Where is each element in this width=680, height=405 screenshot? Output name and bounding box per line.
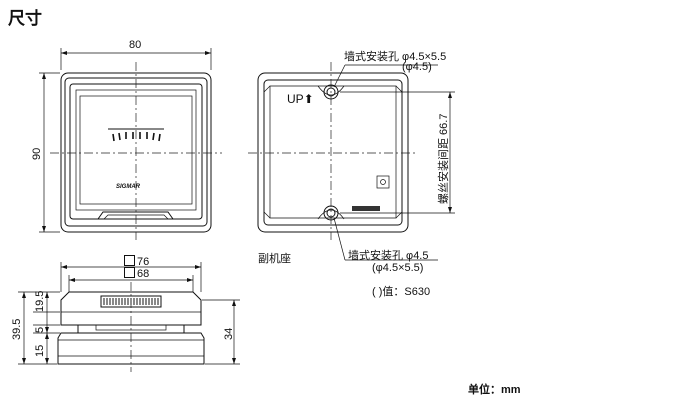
- back-view: [248, 62, 455, 261]
- side-view: [18, 262, 240, 372]
- screw-spacing-label: 螺丝安装间距 66.7: [438, 113, 450, 204]
- outer-width-label: 76: [124, 255, 149, 268]
- up-label: UP⬆: [287, 92, 314, 106]
- up-arrow-icon: ⬆: [303, 92, 314, 106]
- square-icon: [124, 255, 135, 266]
- width-dimension-label: 80: [129, 39, 142, 51]
- unit-label: 单位：mm: [468, 384, 521, 396]
- total-height-label: 39.5: [11, 318, 23, 340]
- hole-top-label: 墙式安装孔 φ4.5×5.5: [344, 51, 447, 63]
- bottom-height-label: 15: [34, 344, 46, 357]
- top-height-label: 19.5: [34, 290, 46, 312]
- hole-top-label-alt: (φ4.5): [402, 61, 432, 73]
- inner-width-label: 68: [124, 267, 149, 280]
- hole-bottom-label: 墙式安装孔 φ4.5: [348, 250, 429, 262]
- square-icon: [124, 267, 135, 278]
- back-view-caption: 副机座: [258, 253, 291, 265]
- right-height-label: 34: [223, 327, 235, 340]
- value-note: ( )值：S630: [372, 286, 431, 298]
- front-view: [39, 48, 222, 240]
- height-dimension-label: 90: [31, 147, 43, 160]
- page-title: 尺寸: [8, 9, 42, 28]
- mid-height-label: 5: [34, 326, 46, 333]
- hole-bottom-label-alt: (φ4.5×5.5): [372, 262, 424, 274]
- brand-logo: SIGMAR: [116, 184, 140, 190]
